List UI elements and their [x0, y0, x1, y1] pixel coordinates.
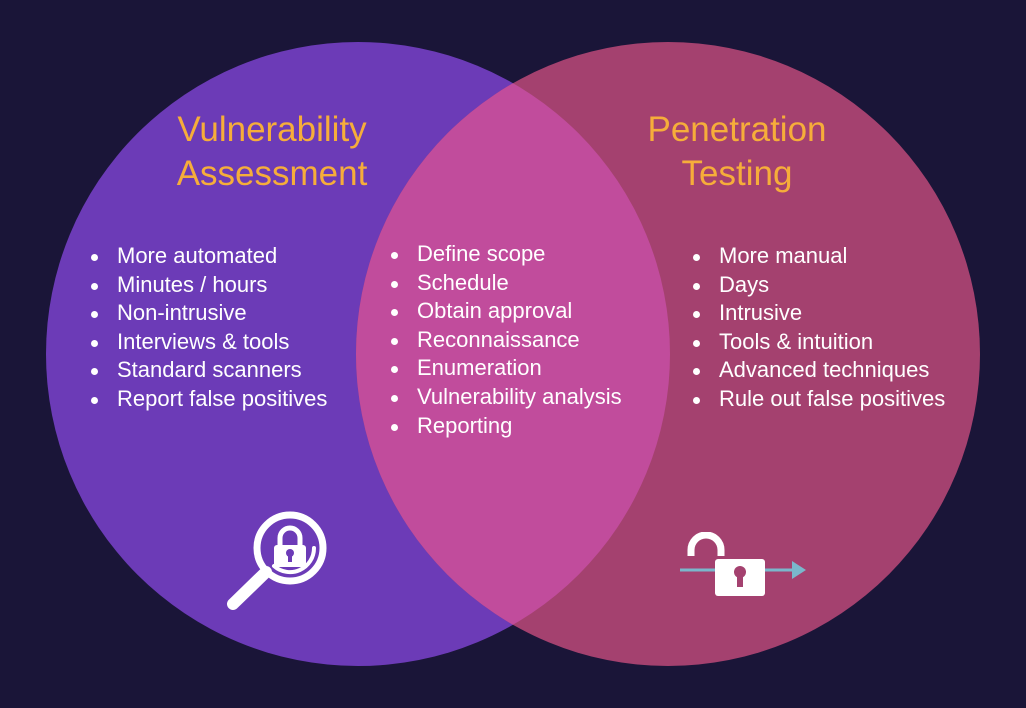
penetration-testing-list: More manual Days Intrusive Tools & intui… [690, 242, 945, 414]
right-title-line2: Testing [681, 154, 793, 193]
list-item: Vulnerability analysis [388, 383, 622, 412]
list-item: Advanced techniques [690, 356, 945, 385]
left-title-line2: Assessment [176, 154, 368, 193]
list-item: Minutes / hours [88, 271, 327, 300]
penetration-testing-title: Penetration Testing [605, 108, 869, 196]
list-item: Tools & intuition [690, 328, 945, 357]
list-item: Standard scanners [88, 356, 327, 385]
shared-steps-list: Define scope Schedule Obtain approval Re… [388, 240, 622, 440]
list-item: Reconnaissance [388, 326, 622, 355]
list-item: Days [690, 271, 945, 300]
list-item: More manual [690, 242, 945, 271]
list-item: Non-intrusive [88, 299, 327, 328]
magnifier-lock-icon [227, 511, 327, 610]
list-item: Rule out false positives [690, 385, 945, 414]
list-item: Report false positives [88, 385, 327, 414]
list-item: Interviews & tools [88, 328, 327, 357]
list-item: Define scope [388, 240, 622, 269]
open-lock-arrow-icon [680, 532, 806, 596]
list-item: More automated [88, 242, 327, 271]
right-title-line1: Penetration [647, 110, 827, 149]
overlap-region [356, 42, 670, 666]
left-title-line1: Vulnerability [177, 110, 367, 149]
vulnerability-assessment-title: Vulnerability Assessment [140, 108, 404, 196]
list-item: Enumeration [388, 354, 622, 383]
list-item: Schedule [388, 269, 622, 298]
list-item: Reporting [388, 412, 622, 441]
list-item: Intrusive [690, 299, 945, 328]
list-item: Obtain approval [388, 297, 622, 326]
vulnerability-assessment-list: More automated Minutes / hours Non-intru… [88, 242, 327, 414]
